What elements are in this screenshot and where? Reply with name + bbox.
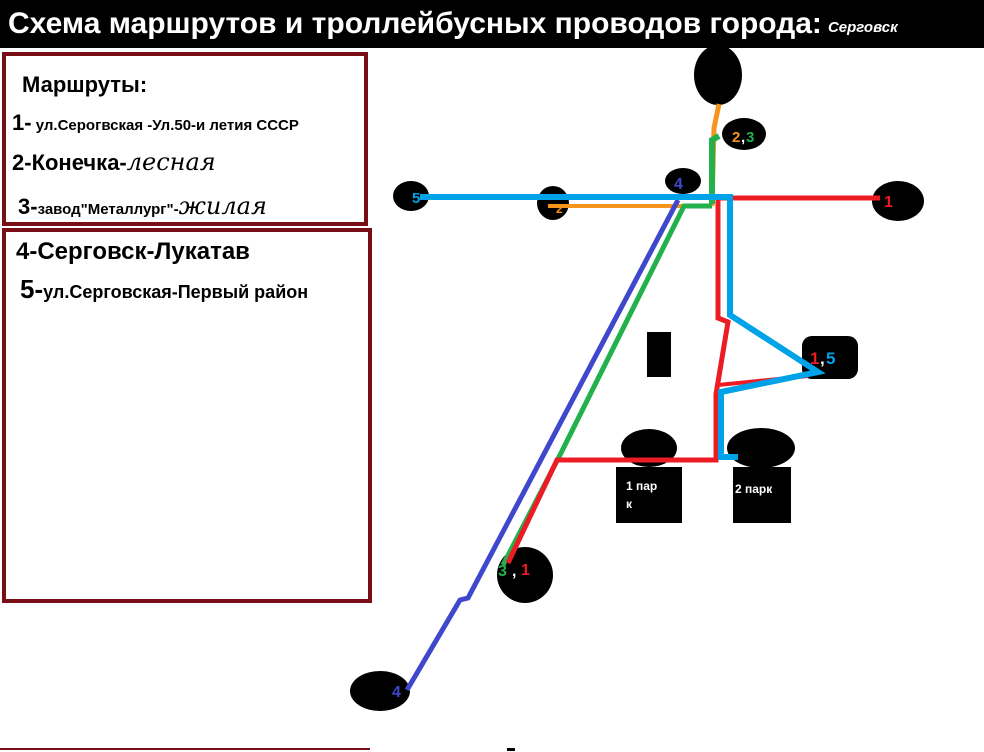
route-2-number: 2- <box>12 150 32 175</box>
label-west-5: 5 <box>412 190 420 207</box>
stop-east-1 <box>872 181 924 221</box>
label-south-3: 3 <box>498 563 507 580</box>
route-2-script: лесная <box>126 148 216 176</box>
building-center <box>647 332 671 377</box>
stop-far-south-4 <box>350 671 410 711</box>
page-title: Схема маршрутов и троллейбусных проводов… <box>8 7 822 40</box>
stop-north-4 <box>665 168 701 194</box>
park-2-depot <box>733 467 791 523</box>
route-3-wire <box>709 133 721 204</box>
route-1-number: 1- <box>12 110 32 135</box>
park-2-dome <box>727 428 795 468</box>
route-2-text: Конечка- <box>31 150 127 175</box>
label-south-1: 1 <box>521 562 530 579</box>
legend-heading: Маршруты: <box>22 72 148 97</box>
stop-top-label-bg <box>722 118 766 150</box>
label-park-1-line-1: 1 пар <box>626 479 657 493</box>
route-5-wire <box>420 194 826 460</box>
legend-route-1: 1- ул.Серогвская -Ул.50-и летия СССР <box>12 110 299 136</box>
label-top-node-2: 2 <box>732 129 740 146</box>
label-south-comma: , <box>512 563 516 580</box>
route-5-text: ул.Серговская-Первый район <box>43 282 309 302</box>
route-4-wire <box>404 198 681 692</box>
legend-route-4: 4-Серговск-Лукатав <box>16 238 250 265</box>
stop-top <box>694 45 742 105</box>
label-right-1: 1 <box>810 349 819 368</box>
route-1-text: ул.Серогвская -Ул.50-и летия СССР <box>31 117 299 134</box>
label-east-1: 1 <box>884 194 893 211</box>
legend-route-5: 5-ул.Серговская-Первый район <box>20 274 308 305</box>
label-right-comma: , <box>820 349 825 368</box>
route-5-number: 5- <box>20 274 44 304</box>
label-park-1-line-2: к <box>626 497 633 511</box>
routes-legend-top: Маршруты: 1- ул.Серогвская -Ул.50-и лети… <box>2 52 368 226</box>
routes-legend-bottom: 4-Серговск-Лукатав 5-ул.Серговская-Первы… <box>2 228 372 603</box>
bottom-divider <box>0 748 370 750</box>
route-3-text: завод"Металлург"- <box>37 201 179 218</box>
route-3-number: 3- <box>18 194 38 219</box>
route-3-script: жилая <box>178 192 267 220</box>
stop-west-2 <box>537 186 569 220</box>
label-right-5: 5 <box>826 349 835 368</box>
label-west-2: 2 <box>556 202 563 216</box>
label-top-node-comma: , <box>741 129 745 146</box>
label-north-4: 4 <box>674 176 683 193</box>
stop-west-5 <box>393 181 429 211</box>
label-far-south-4: 4 <box>392 684 401 701</box>
legend-route-3: 3-завод"Металлург"-жилая <box>18 192 267 220</box>
park-1-depot <box>616 467 682 523</box>
title-bar: Схема маршрутов и троллейбусных проводов… <box>0 0 984 48</box>
bottom-mark <box>507 748 515 751</box>
label-top-node-3: 3 <box>746 129 754 146</box>
city-name: Серговск <box>827 18 898 36</box>
label-park-2: 2 парк <box>735 482 773 496</box>
legend-route-2: 2-Конечка-лесная <box>12 148 216 176</box>
route-1-wire-south <box>505 198 731 565</box>
